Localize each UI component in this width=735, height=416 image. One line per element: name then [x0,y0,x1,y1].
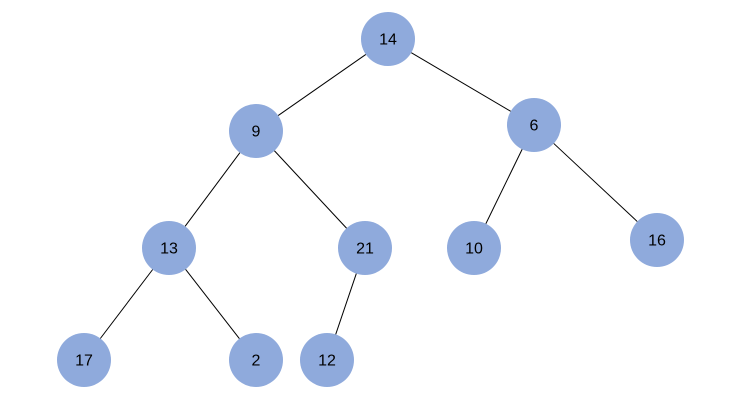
edge-n6-n16 [553,143,638,222]
tree-node: 10 [447,221,501,275]
tree-node: 21 [338,221,392,275]
edge-n6-n10 [485,149,523,224]
node-circle [229,104,283,158]
node-label: 12 [318,353,336,370]
node-circle [57,333,111,387]
node-label: 9 [252,124,261,141]
node-circle [229,333,283,387]
edge-n9-n13 [184,152,241,227]
tree-node: 6 [507,98,561,152]
edge-n14-n9 [277,54,367,116]
node-label: 16 [648,233,666,250]
tree-node: 16 [630,213,684,267]
edge-n13-n17 [99,269,154,339]
node-circle [447,221,501,275]
edge-n13-n2 [185,269,240,339]
node-label: 2 [252,353,261,370]
node-label: 21 [356,241,374,258]
node-circle [361,12,415,66]
edge-n21-n12 [335,273,357,335]
tree-node: 12 [300,333,354,387]
tree-node: 14 [361,12,415,66]
tree-node: 17 [57,333,111,387]
edge-n9-n21 [274,150,347,229]
node-circle [507,98,561,152]
node-label: 13 [160,241,178,258]
tree-node: 9 [229,104,283,158]
node-label: 6 [530,118,539,135]
node-circle [142,221,196,275]
node-label: 17 [75,353,93,370]
nodes-layer: 14 9 6 13 21 10 16 17 2 12 [57,12,684,387]
edges-layer [99,52,638,339]
node-circle [630,213,684,267]
edge-n14-n6 [411,52,511,112]
node-circle [300,333,354,387]
tree-node: 13 [142,221,196,275]
tree-node: 2 [229,333,283,387]
node-circle [338,221,392,275]
node-label: 14 [379,32,397,49]
node-label: 10 [465,241,483,258]
